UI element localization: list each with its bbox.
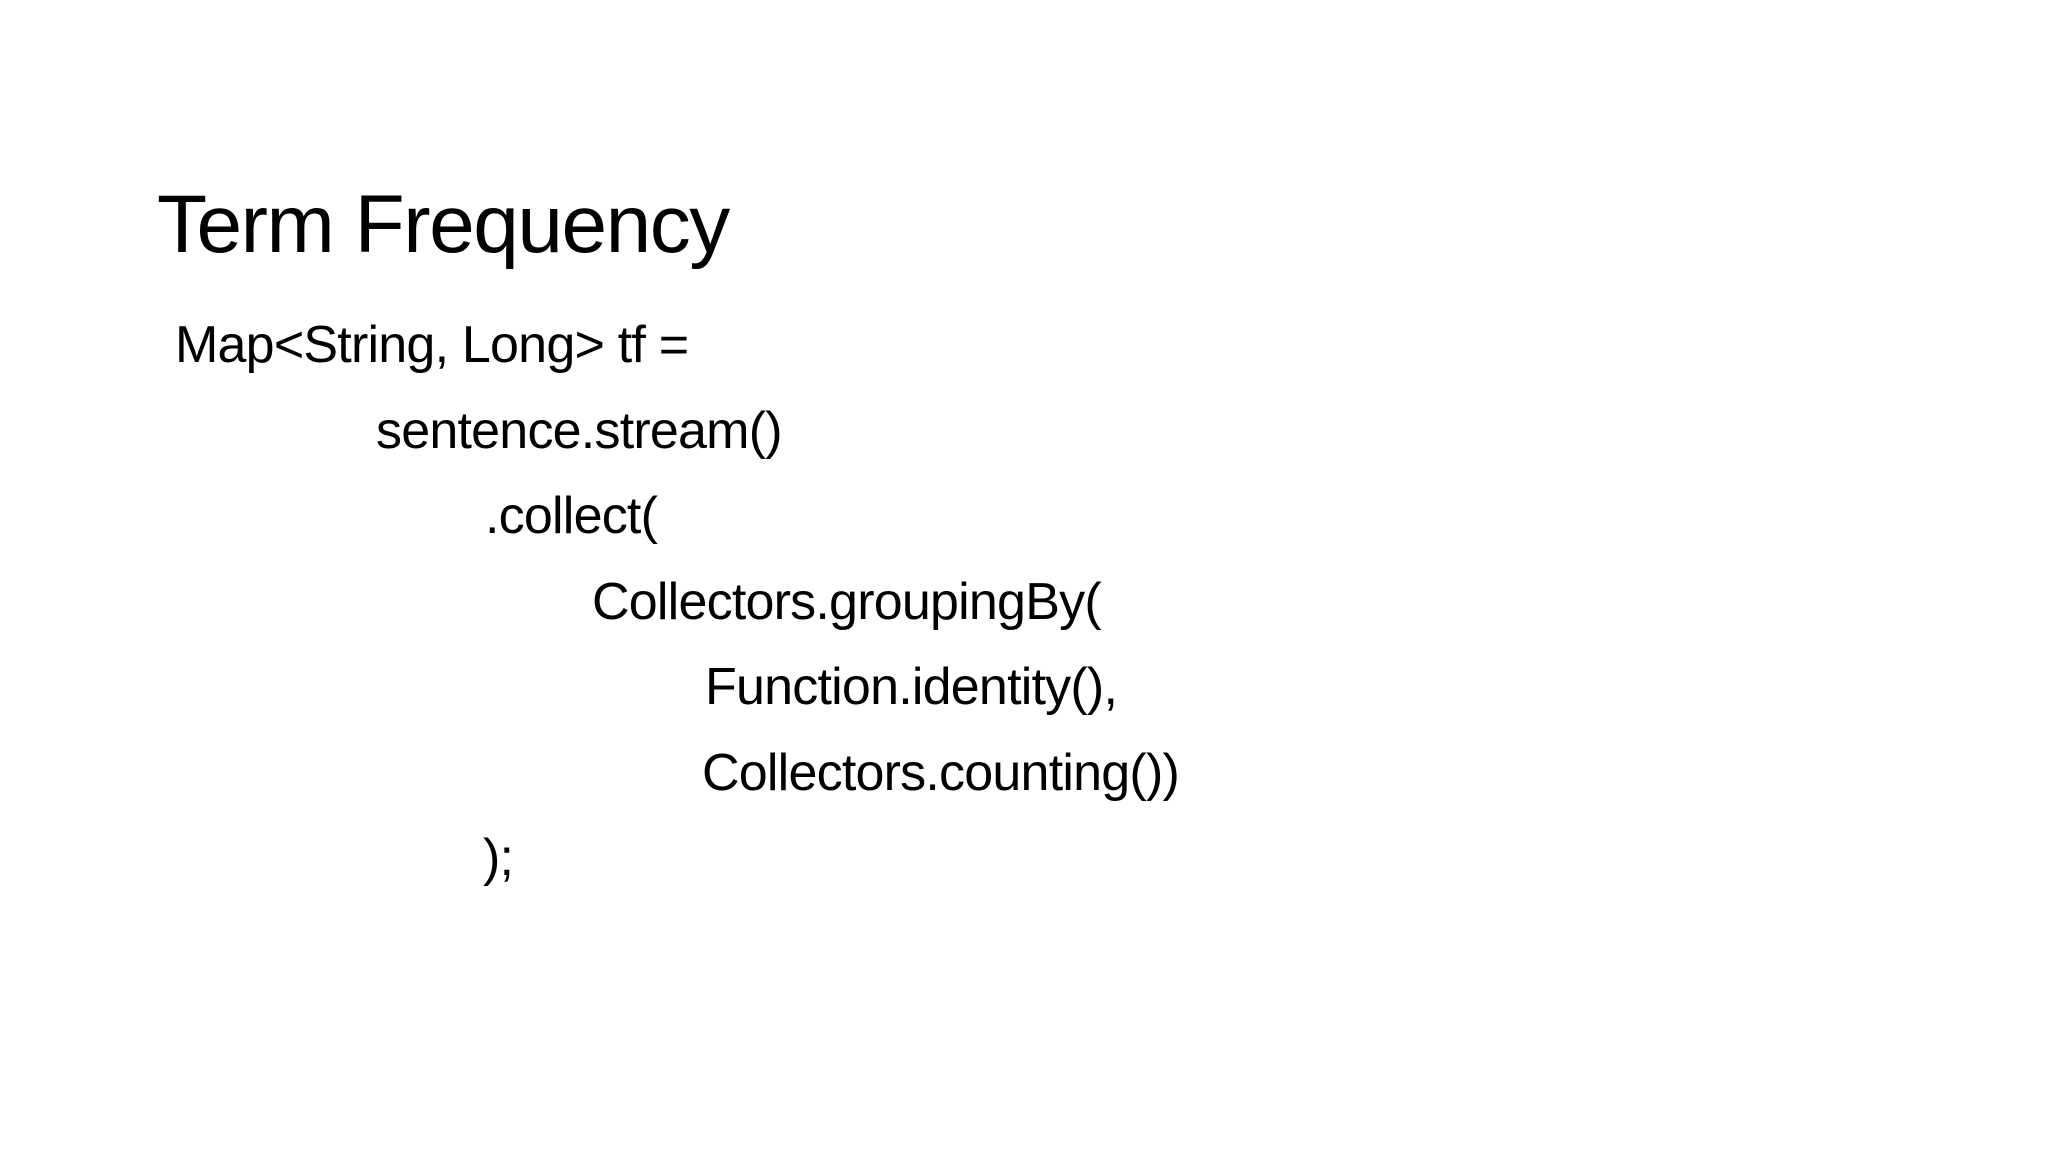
code-line-2: sentence.stream() [376, 401, 783, 460]
code-line-1: Map<String, Long> tf = [175, 316, 689, 374]
slide-title: Term Frequency [157, 178, 730, 270]
code-line-3: .collect( [485, 487, 658, 545]
code-line-7: ); [483, 829, 514, 887]
code-block: Map<String, Long> tf = sentence.stream()… [0, 303, 1180, 902]
code-line-4: Collectors.groupingBy( [592, 572, 1102, 631]
code-line-5: Function.identity(), [705, 658, 1118, 716]
code-line-6: Collectors.counting()) [702, 743, 1180, 802]
